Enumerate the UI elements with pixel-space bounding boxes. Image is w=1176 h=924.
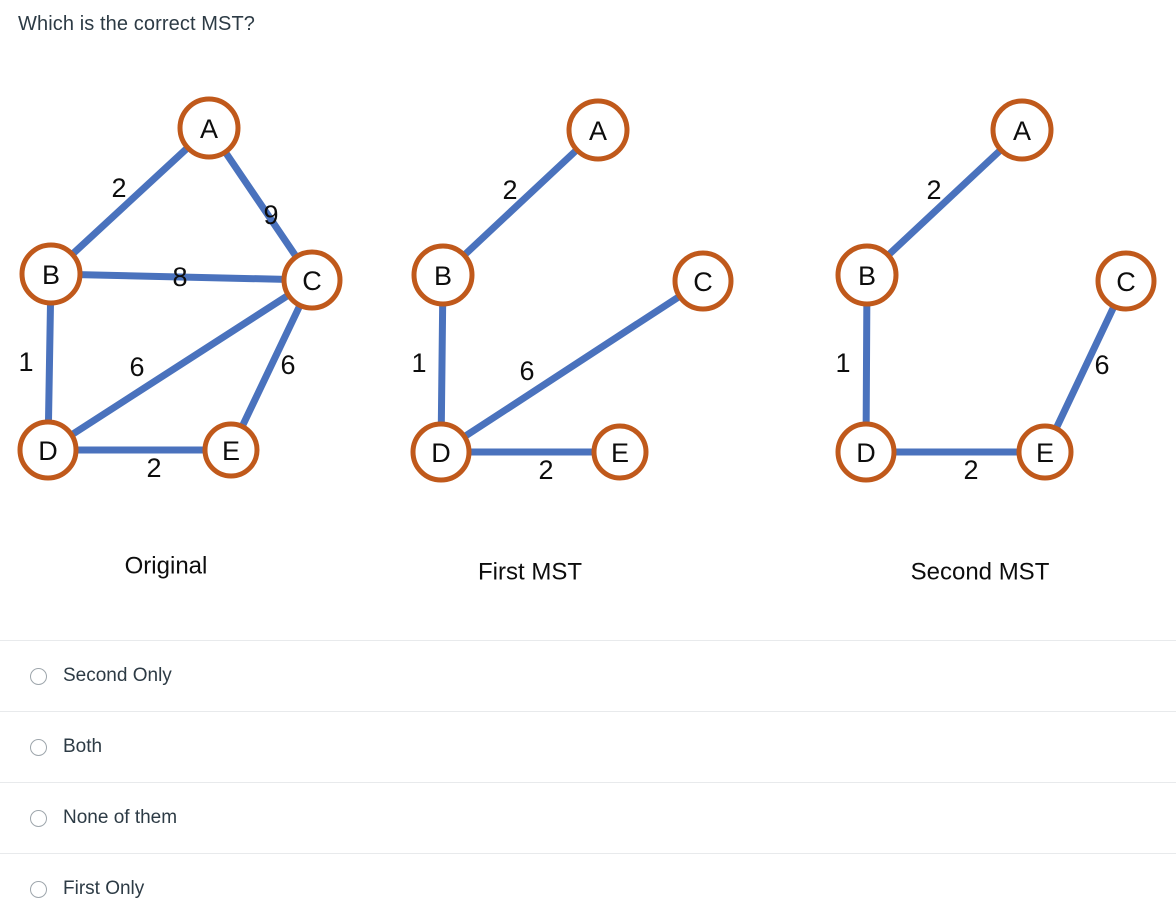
- answer-option-row[interactable]: Second Only: [0, 640, 1176, 711]
- edge-weight-B-D: 1: [835, 348, 850, 378]
- edge-weight-D-E: 2: [146, 453, 161, 483]
- edge-weight-A-B: 2: [111, 173, 126, 203]
- edge-weight-A-B: 2: [926, 175, 941, 205]
- node-label-A: A: [589, 116, 607, 146]
- edge-A-C: [221, 147, 301, 262]
- edge-weight-D-E: 2: [963, 455, 978, 485]
- edge-A-B: [883, 145, 1006, 260]
- graph-original: 2 9 8 1 6 6 2 A B C D E Original: [17, 96, 343, 580]
- node-D: [835, 421, 897, 483]
- node-label-A: A: [1013, 116, 1031, 146]
- answer-option-label: Second Only: [63, 665, 172, 686]
- edge-weight-B-D: 1: [18, 347, 33, 377]
- node-B: [411, 243, 475, 307]
- node-label-D: D: [856, 438, 876, 468]
- node-label-C: C: [302, 266, 322, 296]
- node-label-B: B: [434, 261, 452, 291]
- edge-B-C: [75, 271, 289, 283]
- node-label-B: B: [858, 261, 876, 291]
- edge-weight-B-D: 1: [411, 348, 426, 378]
- radio-button-icon[interactable]: [30, 880, 47, 898]
- edge-C-D: [67, 291, 293, 439]
- graph-figure: 2 9 8 1 6 6 2 A B C D E Original 2 1 6 2 A B C D E First MST 2 1…: [0, 60, 1176, 620]
- node-label-E: E: [611, 438, 629, 468]
- edge-B-D: [44, 298, 55, 427]
- node-label-E: E: [222, 436, 240, 466]
- node-A: [177, 96, 241, 160]
- node-C: [281, 249, 343, 311]
- edge-weight-C-D: 6: [519, 356, 534, 386]
- answer-option-label: None of them: [63, 807, 178, 828]
- edge-weight-C-D: 6: [129, 352, 144, 382]
- graph-caption-original: Original: [125, 553, 208, 580]
- node-C: [672, 250, 734, 312]
- edge-weight-A-C: 9: [263, 200, 278, 230]
- node-D: [410, 421, 472, 483]
- edge-C-E: [238, 300, 304, 431]
- answer-option-label: Both: [63, 736, 103, 757]
- edge-C-E: [1052, 301, 1118, 433]
- node-label-A: A: [200, 114, 218, 144]
- edge-weight-B-C: 8: [172, 262, 187, 292]
- graphs-svg: 2 9 8 1 6 6 2 A B C D E Original 2 1 6 2 A B C D E First MST 2 1…: [17, 96, 1157, 586]
- edge-weight-D-E: 2: [538, 455, 553, 485]
- node-label-C: C: [693, 267, 713, 297]
- edge-weight-C-E: 6: [280, 350, 295, 380]
- radio-button-icon[interactable]: [30, 667, 47, 685]
- graph-caption-first-mst: First MST: [478, 559, 582, 586]
- radio-button-icon[interactable]: [30, 809, 47, 827]
- edge-weight-C-E: 6: [1094, 350, 1109, 380]
- edge-B-D: [862, 299, 871, 429]
- node-A: [990, 98, 1054, 162]
- edge-C-D: [460, 292, 684, 441]
- radio-button-icon[interactable]: [30, 738, 47, 756]
- edge-A-B: [68, 143, 192, 259]
- node-label-E: E: [1036, 438, 1054, 468]
- node-A: [566, 98, 630, 162]
- page-title: Which is the correct MST?: [18, 13, 256, 35]
- node-label-C: C: [1116, 267, 1136, 297]
- graph-caption-second-mst: Second MST: [911, 559, 1050, 586]
- graph-first-mst: 2 1 6 2 A B C D E First MST: [410, 98, 734, 586]
- node-E: [1016, 423, 1074, 481]
- answer-option-label: First Only: [63, 878, 145, 899]
- edge-weight-A-B: 2: [502, 175, 517, 205]
- answer-option-row[interactable]: None of them: [0, 782, 1176, 853]
- node-B: [835, 243, 899, 307]
- node-B: [19, 242, 83, 306]
- node-label-B: B: [42, 260, 60, 290]
- node-C: [1095, 250, 1157, 312]
- node-E: [591, 423, 649, 481]
- node-label-D: D: [38, 436, 58, 466]
- answer-option-row[interactable]: First Only: [0, 853, 1176, 924]
- node-D: [17, 419, 79, 481]
- node-label-D: D: [431, 438, 451, 468]
- edge-B-D: [437, 299, 447, 429]
- node-E: [202, 421, 260, 479]
- edge-A-B: [459, 145, 582, 260]
- answer-option-row[interactable]: Both: [0, 711, 1176, 782]
- graph-second-mst: 2 1 2 6 A B C D E Second MST: [835, 98, 1157, 586]
